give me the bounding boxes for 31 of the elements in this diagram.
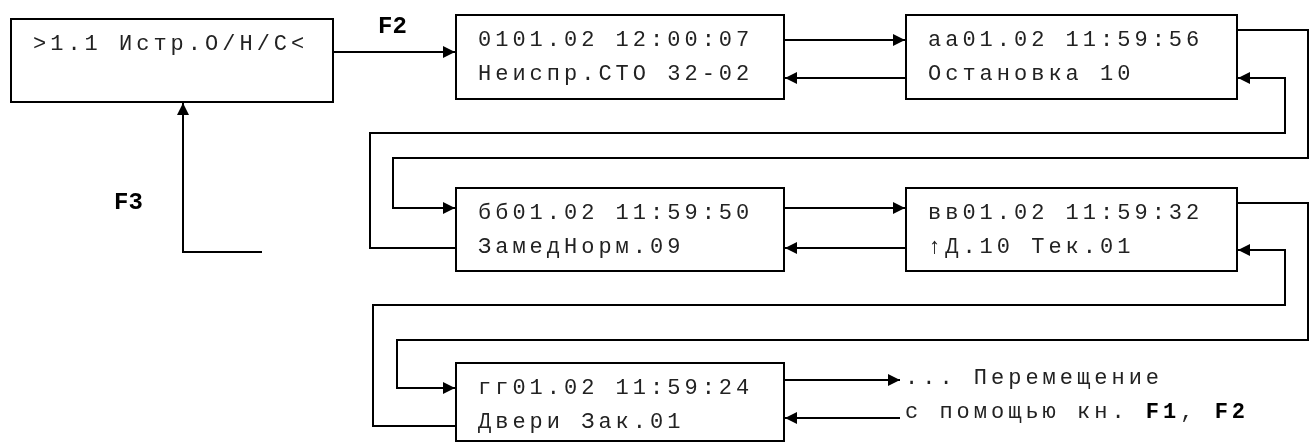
arrow (784, 202, 906, 214)
arrow (372, 244, 1286, 427)
arrow (392, 29, 1309, 214)
arrow (177, 102, 263, 253)
display-text: вв01.02 11:59:32 (928, 200, 1205, 228)
display-text: ↑Д.10 Тек.01 (928, 234, 1136, 262)
arrow (784, 72, 906, 84)
display-screen-box (455, 187, 785, 272)
display-text: 0101.02 12:00:07 (478, 27, 755, 55)
note-text: ... Перемещение (905, 365, 1165, 393)
arrow (784, 34, 906, 46)
display-screen-box (905, 187, 1238, 272)
display-screen-box (905, 14, 1238, 100)
note-text: с помощью кн. F1, F2 (905, 399, 1251, 427)
display-text: Остановка 10 (928, 61, 1136, 89)
arrow (396, 202, 1309, 394)
arrow (784, 374, 901, 386)
arrow (784, 412, 901, 424)
display-text: ЗамедНорм.09 (478, 234, 686, 262)
display-text: гг01.02 11:59:24 (478, 375, 755, 403)
arrow (333, 46, 456, 58)
arrow (369, 72, 1286, 249)
display-text: Неиспр.СТО 32-02 (478, 61, 755, 89)
display-text: Двери Зак.01 (478, 409, 686, 437)
display-text: аа01.02 11:59:56 (928, 27, 1205, 55)
display-screen-box (10, 18, 334, 103)
display-screen-box (455, 14, 785, 100)
display-screen-box (455, 362, 785, 442)
display-text: >1.1 Истр.О/Н/С< (33, 31, 310, 59)
display-text: бб01.02 11:59:50 (478, 200, 755, 228)
arrow (784, 242, 906, 254)
